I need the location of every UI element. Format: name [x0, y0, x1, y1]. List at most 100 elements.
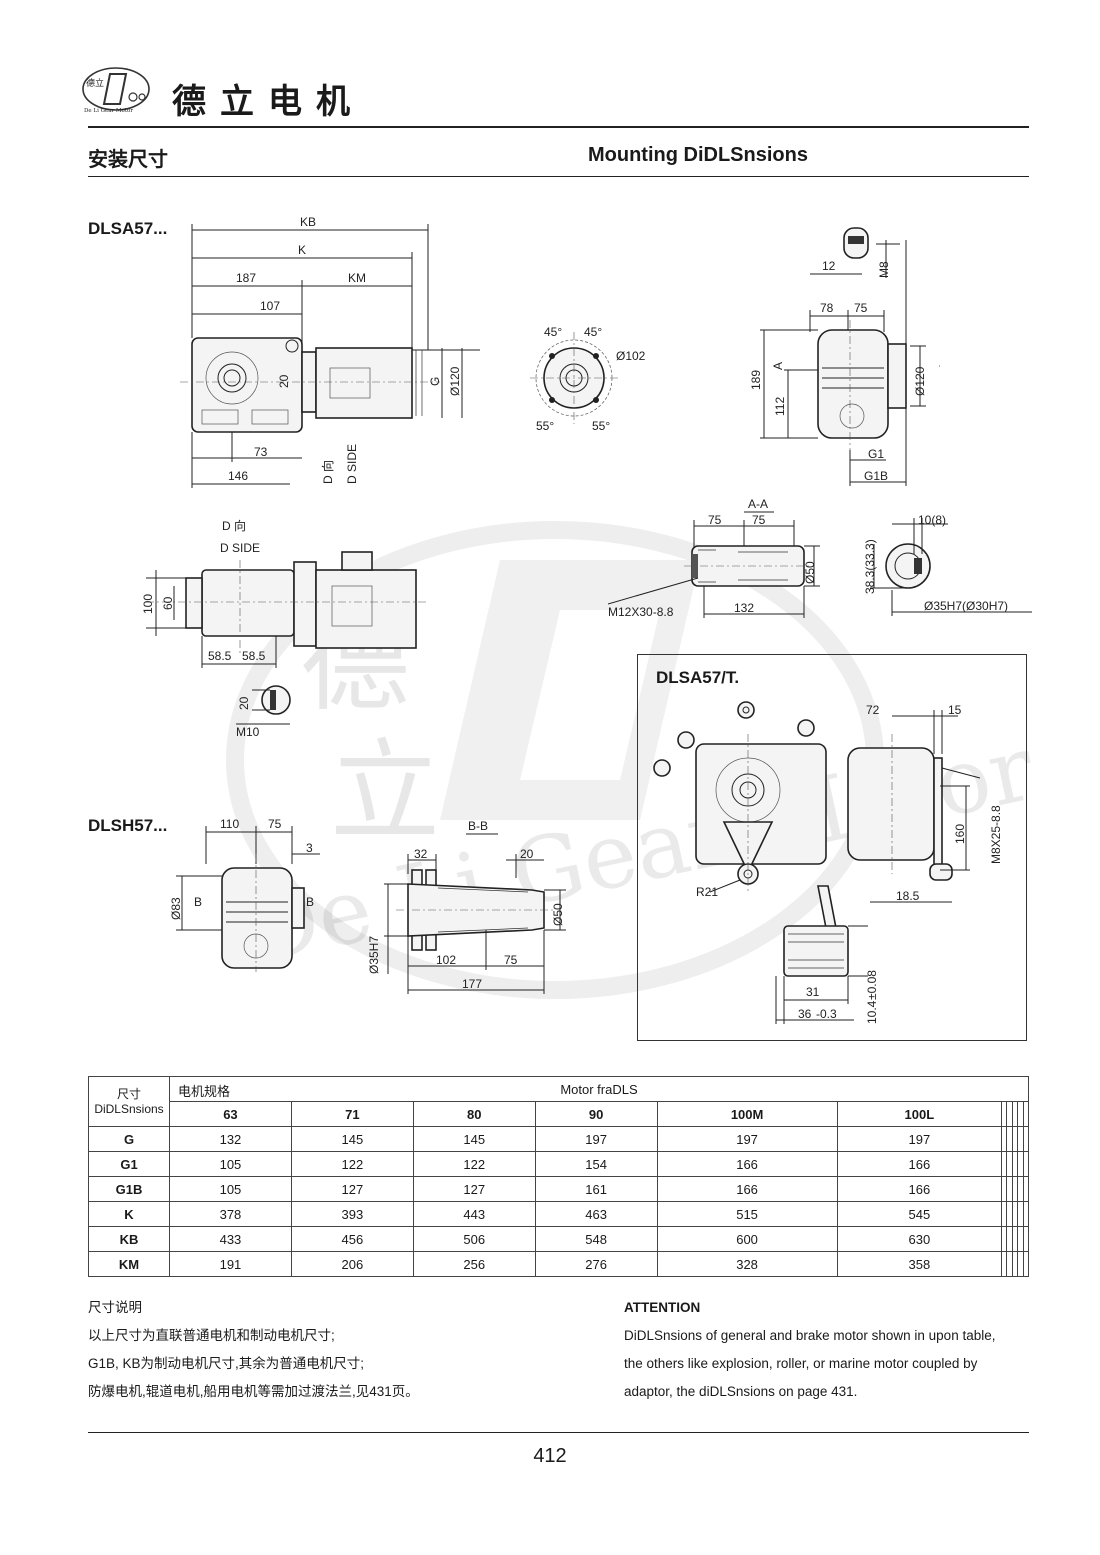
dlsa57t-frame: [637, 654, 1027, 1041]
dside-label-dir: D 向: [222, 518, 246, 533]
table-cell: 443: [412, 1201, 536, 1227]
table-cell: [1022, 1176, 1030, 1202]
table-col-header: 90: [534, 1101, 658, 1127]
dim-36: 36: [798, 1007, 812, 1021]
dim-15: 15: [948, 703, 962, 717]
dim-75-bb: 75: [504, 953, 518, 967]
table-col-header: [1022, 1101, 1030, 1127]
dim-d-side: D SIDE: [345, 444, 359, 484]
dim-a-left: A: [771, 362, 785, 370]
logo-text: 德立: [86, 77, 104, 89]
dim-d-dir: D 向: [320, 460, 335, 484]
notes-cn-line: G1B, KB为制动电机尺寸,其余为普通电机尺寸;: [88, 1356, 365, 1371]
table-row-label: G1: [88, 1151, 170, 1177]
watermark-char-2: 立: [330, 728, 440, 856]
table-cell: 548: [534, 1226, 658, 1252]
table-motor-en: Motor fraDLS: [560, 1081, 638, 1097]
dim-10: 10(8): [918, 513, 946, 527]
page-number: 412: [533, 1445, 567, 1467]
brand-name: 德立电机: [172, 82, 364, 122]
dim-55-left: 55°: [536, 419, 554, 433]
table-cell: 197: [656, 1126, 838, 1152]
drawing-section-aa: A-A 75 75 Ø50 M12X30-8.8 132 10(8) 38.3(…: [608, 497, 1032, 619]
dim-120: Ø120: [448, 366, 462, 396]
table-cell: [1022, 1201, 1030, 1227]
table-col-header: 100L: [836, 1101, 1003, 1127]
drawing-flange-view: 45° 45° Ø102 55° 55°: [530, 325, 646, 433]
table-row: G 132 145 145 197 197 197: [88, 1126, 1030, 1152]
table-cell: 161: [534, 1176, 658, 1202]
dim-120b: Ø120: [913, 366, 927, 396]
table-cell: [1022, 1151, 1030, 1177]
dim-20-bb: 20: [520, 847, 534, 861]
table-row: KM 191 206 256 276 328 358: [88, 1251, 1030, 1277]
table-columns-row: 63 71 80 90 100M 100L: [89, 1101, 1030, 1127]
table-cell: 328: [656, 1251, 838, 1277]
table-header-row: 尺寸 DiDLSnsions 电机规格 Motor fraDLS: [88, 1076, 1029, 1127]
section-title-en: Mounting DiDLSnsions: [588, 144, 808, 166]
footer-rule: [88, 1432, 1029, 1433]
table-row-label: K: [88, 1201, 170, 1227]
dim-10-4: 10.4: [865, 1000, 879, 1024]
dim-50-aa: Ø50: [803, 561, 817, 584]
notes-cn-heading: 尺寸说明: [88, 1300, 142, 1315]
table-row-label: KB: [88, 1226, 170, 1252]
notes-en-line: DiDLSnsions of general and brake motor s…: [624, 1328, 996, 1343]
model-label-dlsh57: DLSH57...: [88, 816, 168, 835]
notes-en-heading: ATTENTION: [624, 1300, 701, 1315]
table-cell: 545: [836, 1201, 1003, 1227]
dim-35: Ø35H7(Ø30H7): [924, 599, 1008, 613]
dim-10-4-tol: ±0.08: [865, 970, 879, 1000]
table-corner-cn: 尺寸: [116, 1086, 141, 1101]
table-cell: 191: [169, 1251, 292, 1277]
notes-en-line: the others like explosion, roller, or ma…: [624, 1356, 978, 1371]
table-cell: 127: [290, 1176, 414, 1202]
table-col-header: 71: [290, 1101, 414, 1127]
dim-75-a: 75: [708, 513, 722, 527]
section-aa-title: A-A: [748, 497, 768, 511]
dim-132: 132: [734, 601, 754, 615]
dim-102-bb: 102: [436, 953, 456, 967]
dim-83: Ø83: [170, 897, 183, 920]
dim-75-h: 75: [268, 817, 282, 831]
table-col-header: 63: [169, 1101, 292, 1127]
dim-r21: R21: [696, 885, 718, 899]
table-cell: [1022, 1126, 1030, 1152]
table-motor-heading: 电机规格 Motor fraDLS: [169, 1076, 1029, 1102]
table-cell: 197: [836, 1126, 1003, 1152]
dim-kb: KB: [300, 215, 316, 229]
dim-110: 110: [220, 817, 239, 831]
table-cell: [1022, 1251, 1030, 1277]
table-row: K 378 393 443 463 515 545: [88, 1201, 1030, 1227]
dim-102: Ø102: [616, 349, 646, 363]
drawing-d-side-view: D 向 D SIDE 100 60 58.5 58.5 20 M10: [141, 518, 428, 739]
dim-189: 189: [749, 370, 763, 390]
table-col-header: 100M: [656, 1101, 838, 1127]
logo-ring-text: De Li Gear Motor: [84, 108, 133, 114]
table-motor-cn: 电机规格: [178, 1084, 231, 1099]
table-row-label: KM: [88, 1251, 170, 1277]
table-cell: 378: [169, 1201, 292, 1227]
dim-32: 32: [414, 847, 428, 861]
table-cell: 256: [412, 1251, 536, 1277]
dim-38-3: 38.3(33.3): [863, 539, 877, 594]
model-label-dlsa57t: DLSA57/T.: [656, 668, 740, 687]
dim-75: 75: [854, 301, 868, 315]
table-cell: 515: [656, 1201, 838, 1227]
dim-72: 72: [866, 703, 880, 717]
table-cell: 122: [290, 1151, 414, 1177]
notes-en: ATTENTION DiDLSnsions of general and bra…: [624, 1294, 1044, 1406]
table-cell: 105: [169, 1176, 292, 1202]
dim-58-5-a: 58.5: [208, 649, 232, 663]
table-cell: 145: [412, 1126, 536, 1152]
table-cell: 166: [656, 1151, 838, 1177]
company-logo: 德立 De Li Gear Motor: [82, 67, 150, 114]
section-rule: [88, 176, 1029, 177]
drawing-dlsa57t: R21 72 15 M8X25-8.8 160 18.5 31 36 -0.3 …: [653, 701, 1003, 1024]
dim-m8x25: M8X25-8.8: [989, 805, 1003, 864]
table-cell: 393: [290, 1201, 414, 1227]
dim-78: 78: [820, 301, 834, 315]
table-cell: 433: [169, 1226, 292, 1252]
table-cell: 600: [656, 1226, 838, 1252]
dim-160: 160: [953, 824, 967, 844]
